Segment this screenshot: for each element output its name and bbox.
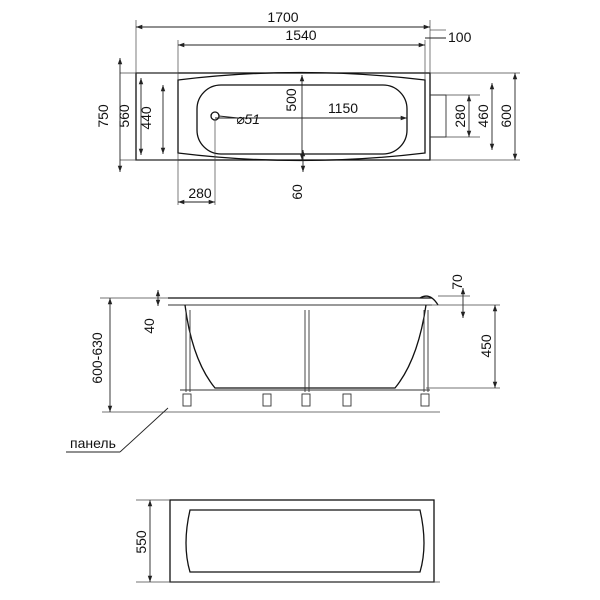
dim-rim-height: 40 bbox=[141, 318, 157, 334]
dim-drain-diameter: ⌀51 bbox=[236, 111, 260, 127]
panel-relief bbox=[185, 509, 425, 573]
drain-circle bbox=[210, 111, 220, 121]
dim-depth-width: 500 bbox=[283, 88, 299, 112]
dim-offset-left: 280 bbox=[188, 185, 212, 201]
dim-right-460: 460 bbox=[475, 104, 491, 128]
foot bbox=[262, 393, 272, 407]
panel-view: 550 bbox=[133, 499, 440, 583]
adjustable-feet bbox=[182, 393, 430, 407]
dim-total-length: 1700 bbox=[267, 9, 298, 25]
dim-height-range: 600-630 bbox=[89, 332, 105, 384]
dim-inner-length: 1540 bbox=[285, 27, 316, 43]
dim-rim-right: 100 bbox=[448, 29, 472, 45]
tub-inner-rim bbox=[177, 71, 426, 162]
side-view: 600-630 40 70 450 панель bbox=[66, 274, 500, 453]
panel-outline bbox=[169, 499, 435, 583]
foot bbox=[182, 393, 192, 407]
foot bbox=[420, 393, 430, 407]
panel-leader-line bbox=[119, 407, 169, 453]
top-view: 1700 1540 100 750 560 440 500 1150 ⌀51 2… bbox=[95, 9, 520, 205]
overflow-notch bbox=[430, 94, 447, 138]
dim-panel-height: 550 bbox=[133, 530, 149, 554]
dim-inner-width: 560 bbox=[116, 104, 132, 128]
dim-bottom-length: 1150 bbox=[328, 100, 358, 116]
dim-overflow-height: 70 bbox=[449, 274, 465, 290]
dim-bottom-width: 440 bbox=[138, 106, 154, 130]
dim-depth: 450 bbox=[478, 334, 494, 358]
foot bbox=[342, 393, 352, 407]
dim-offset-bottom: 60 bbox=[289, 184, 305, 200]
dim-right-280: 280 bbox=[452, 104, 468, 128]
dim-right-600: 600 bbox=[498, 104, 514, 128]
tub-outer-outline bbox=[135, 72, 431, 161]
dim-drain-leader bbox=[218, 115, 239, 119]
dim-total-width: 750 bbox=[95, 104, 111, 128]
tub-body-profile bbox=[184, 304, 427, 389]
foot bbox=[301, 393, 311, 407]
panel-label: панель bbox=[70, 435, 116, 451]
overflow-bump bbox=[419, 295, 439, 306]
